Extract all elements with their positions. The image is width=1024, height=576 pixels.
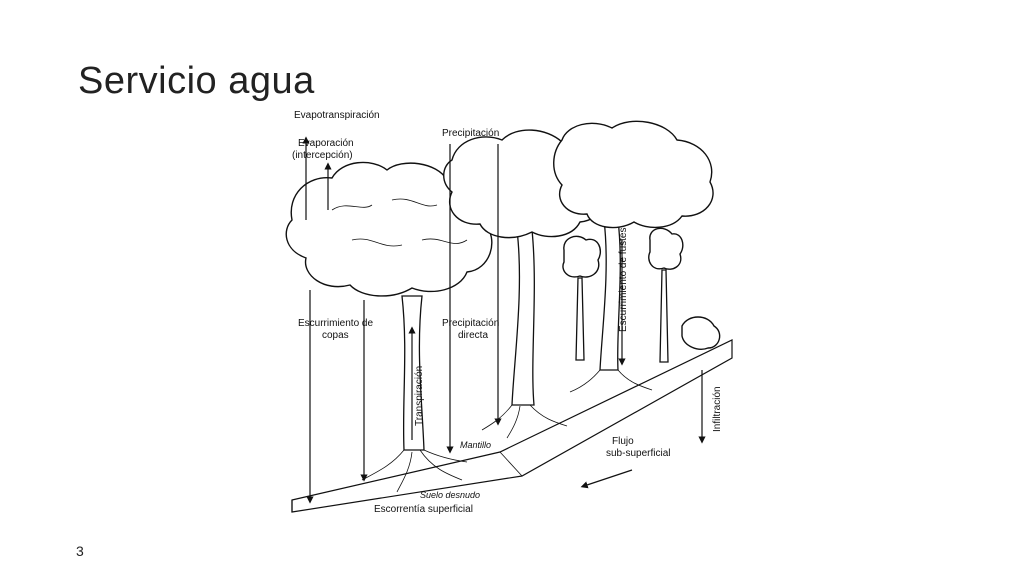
label-directa: directa — [458, 330, 488, 341]
background-trees — [562, 227, 721, 363]
water-cycle-forest-diagram: Evapotranspiración Evaporación (intercep… — [262, 100, 778, 540]
label-transpiracion: Transpiración — [414, 366, 425, 426]
label-flujo: Flujo — [612, 436, 634, 447]
label-escurrimiento-fustes: Escurrimiento de fustes — [618, 228, 629, 333]
ground-slab — [291, 339, 733, 513]
label-precipitacion-directa: Precipitación — [442, 318, 499, 329]
label-escorrentia-superficial: Escorrentía superficial — [374, 504, 473, 515]
label-mantillo: Mantillo — [460, 440, 491, 450]
label-escurrimiento-copas: Escurrimiento de — [298, 318, 373, 329]
label-suelo-desnudo: Suelo desnudo — [420, 490, 480, 500]
label-evapotranspiracion: Evapotranspiración — [294, 110, 380, 121]
label-precipitacion: Precipitación — [442, 128, 499, 139]
flow-arrows — [302, 136, 706, 504]
left-tree — [285, 161, 493, 493]
label-sub-superficial: sub-superficial — [606, 448, 670, 459]
slide-title: Servicio agua — [78, 60, 315, 102]
label-infiltracion: Infiltración — [712, 386, 723, 432]
label-evaporacion: Evaporación — [298, 138, 354, 149]
page-number: 3 — [76, 543, 84, 559]
label-intercepcion: (intercepción) — [292, 150, 353, 161]
right-tree — [553, 120, 714, 393]
label-copas: copas — [322, 330, 349, 341]
